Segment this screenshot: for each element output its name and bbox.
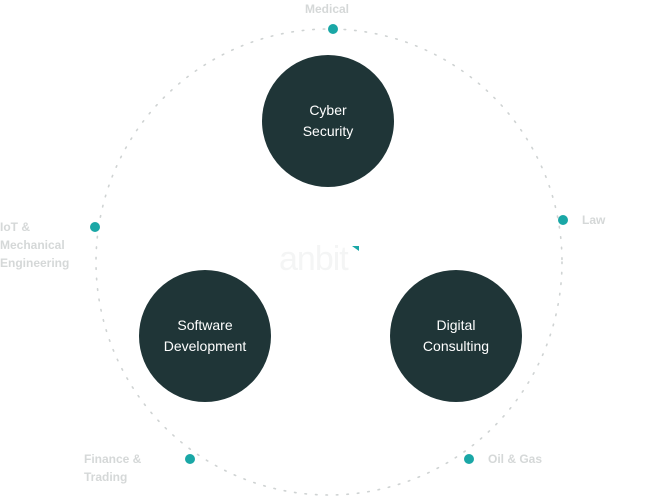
industry-dot-oil-gas — [464, 454, 474, 464]
industry-label-oil-gas: Oil & Gas — [488, 452, 543, 466]
industry-dot-finance-trading — [185, 454, 195, 464]
service-software-development[interactable]: Software Development — [139, 270, 271, 402]
service-cyber-security[interactable]: Cyber Security — [262, 55, 394, 187]
anbit-logo: anbit — [279, 240, 349, 278]
industry-dot-iot-mechanical-engineering — [90, 222, 100, 232]
industry-label-iot-mechanical-engineering: IoT & Mechanical Engineering — [0, 220, 70, 270]
service-label-software-development: Software Development — [163, 317, 247, 354]
logo-accent-mark — [352, 246, 359, 251]
industry-label-medical: Medical — [305, 2, 350, 16]
industry-dot-law — [558, 215, 568, 225]
service-label-digital-consulting: Digital Consulting — [422, 317, 490, 354]
industry-label-finance-trading: Finance & Trading — [84, 452, 142, 484]
industry-dot-medical — [328, 24, 338, 34]
industry-label-law: Law — [582, 213, 606, 227]
service-digital-consulting[interactable]: Digital Consulting — [390, 270, 522, 402]
service-label-cyber-security: Cyber Security — [302, 102, 354, 139]
